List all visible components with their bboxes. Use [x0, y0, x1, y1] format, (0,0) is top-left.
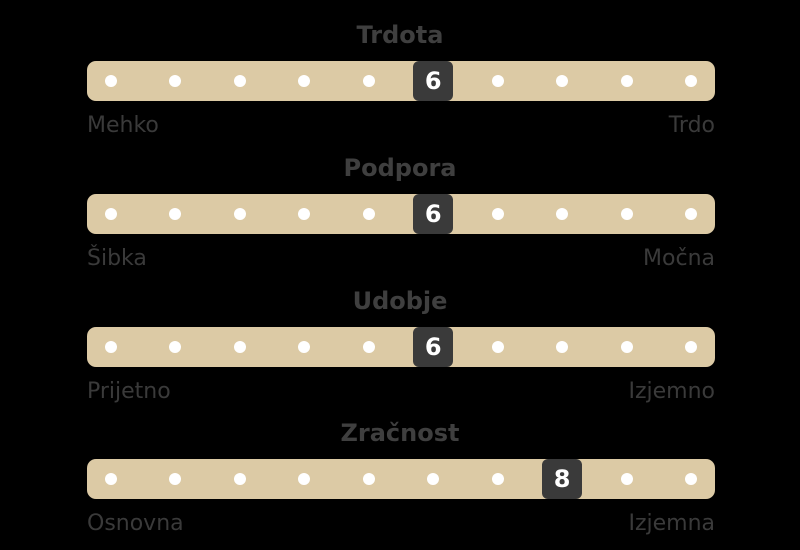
scale-dot	[685, 208, 697, 220]
scale-dot	[362, 341, 375, 353]
scale-dot	[556, 208, 569, 220]
scale-dot	[491, 341, 504, 353]
rating-track: 6	[87, 61, 715, 101]
scale-dot	[685, 473, 697, 485]
rating-min-label: Prijetno	[87, 379, 171, 404]
scale-dot	[298, 473, 311, 485]
scale-dot	[427, 473, 440, 485]
scale-dot	[685, 341, 697, 353]
scale-dot	[105, 473, 117, 485]
scale-dot	[298, 75, 311, 87]
rating-min-label: Osnovna	[87, 511, 184, 536]
scale-dot	[169, 341, 182, 353]
rating-min-label: Mehko	[87, 113, 159, 138]
rating-max-label: Močna	[643, 246, 715, 271]
scale-dot	[105, 75, 117, 87]
scale-dot	[620, 75, 633, 87]
scale-dot	[169, 208, 182, 220]
rating-track: 6	[87, 194, 715, 234]
scale-dot	[620, 341, 633, 353]
scale-dot	[233, 75, 246, 87]
scale-dot	[298, 341, 311, 353]
scale-dot	[556, 75, 569, 87]
rating-value-marker: 8	[542, 459, 583, 499]
scale-dot	[491, 208, 504, 220]
scale-dot	[233, 473, 246, 485]
scale-dot	[362, 208, 375, 220]
rating-title: Udobje	[352, 287, 448, 315]
scale-dot	[169, 473, 182, 485]
scale-dot	[620, 473, 633, 485]
scale-dot	[685, 75, 697, 87]
rating-track: 8	[87, 459, 715, 499]
scale-dot	[556, 341, 569, 353]
scale-dot	[105, 341, 117, 353]
rating-title: Podpora	[343, 154, 457, 182]
scale-dot	[620, 208, 633, 220]
scale-dot	[491, 75, 504, 87]
scale-dot	[169, 75, 182, 87]
rating-min-label: Šibka	[87, 246, 147, 271]
scale-dot	[362, 75, 375, 87]
scale-dot	[233, 341, 246, 353]
rating-title: Trdota	[356, 21, 444, 49]
rating-max-label: Trdo	[668, 113, 715, 138]
scale-dot	[362, 473, 375, 485]
rating-title: Zračnost	[340, 419, 460, 447]
rating-max-label: Izjemno	[628, 379, 715, 404]
rating-value-marker: 6	[413, 327, 454, 367]
scale-dot	[105, 208, 117, 220]
scale-dot	[233, 208, 246, 220]
rating-value-marker: 6	[413, 61, 454, 101]
scale-dot	[298, 208, 311, 220]
scale-dot	[491, 473, 504, 485]
rating-max-label: Izjemna	[628, 511, 715, 536]
rating-value-marker: 6	[413, 194, 454, 234]
rating-track: 6	[87, 327, 715, 367]
